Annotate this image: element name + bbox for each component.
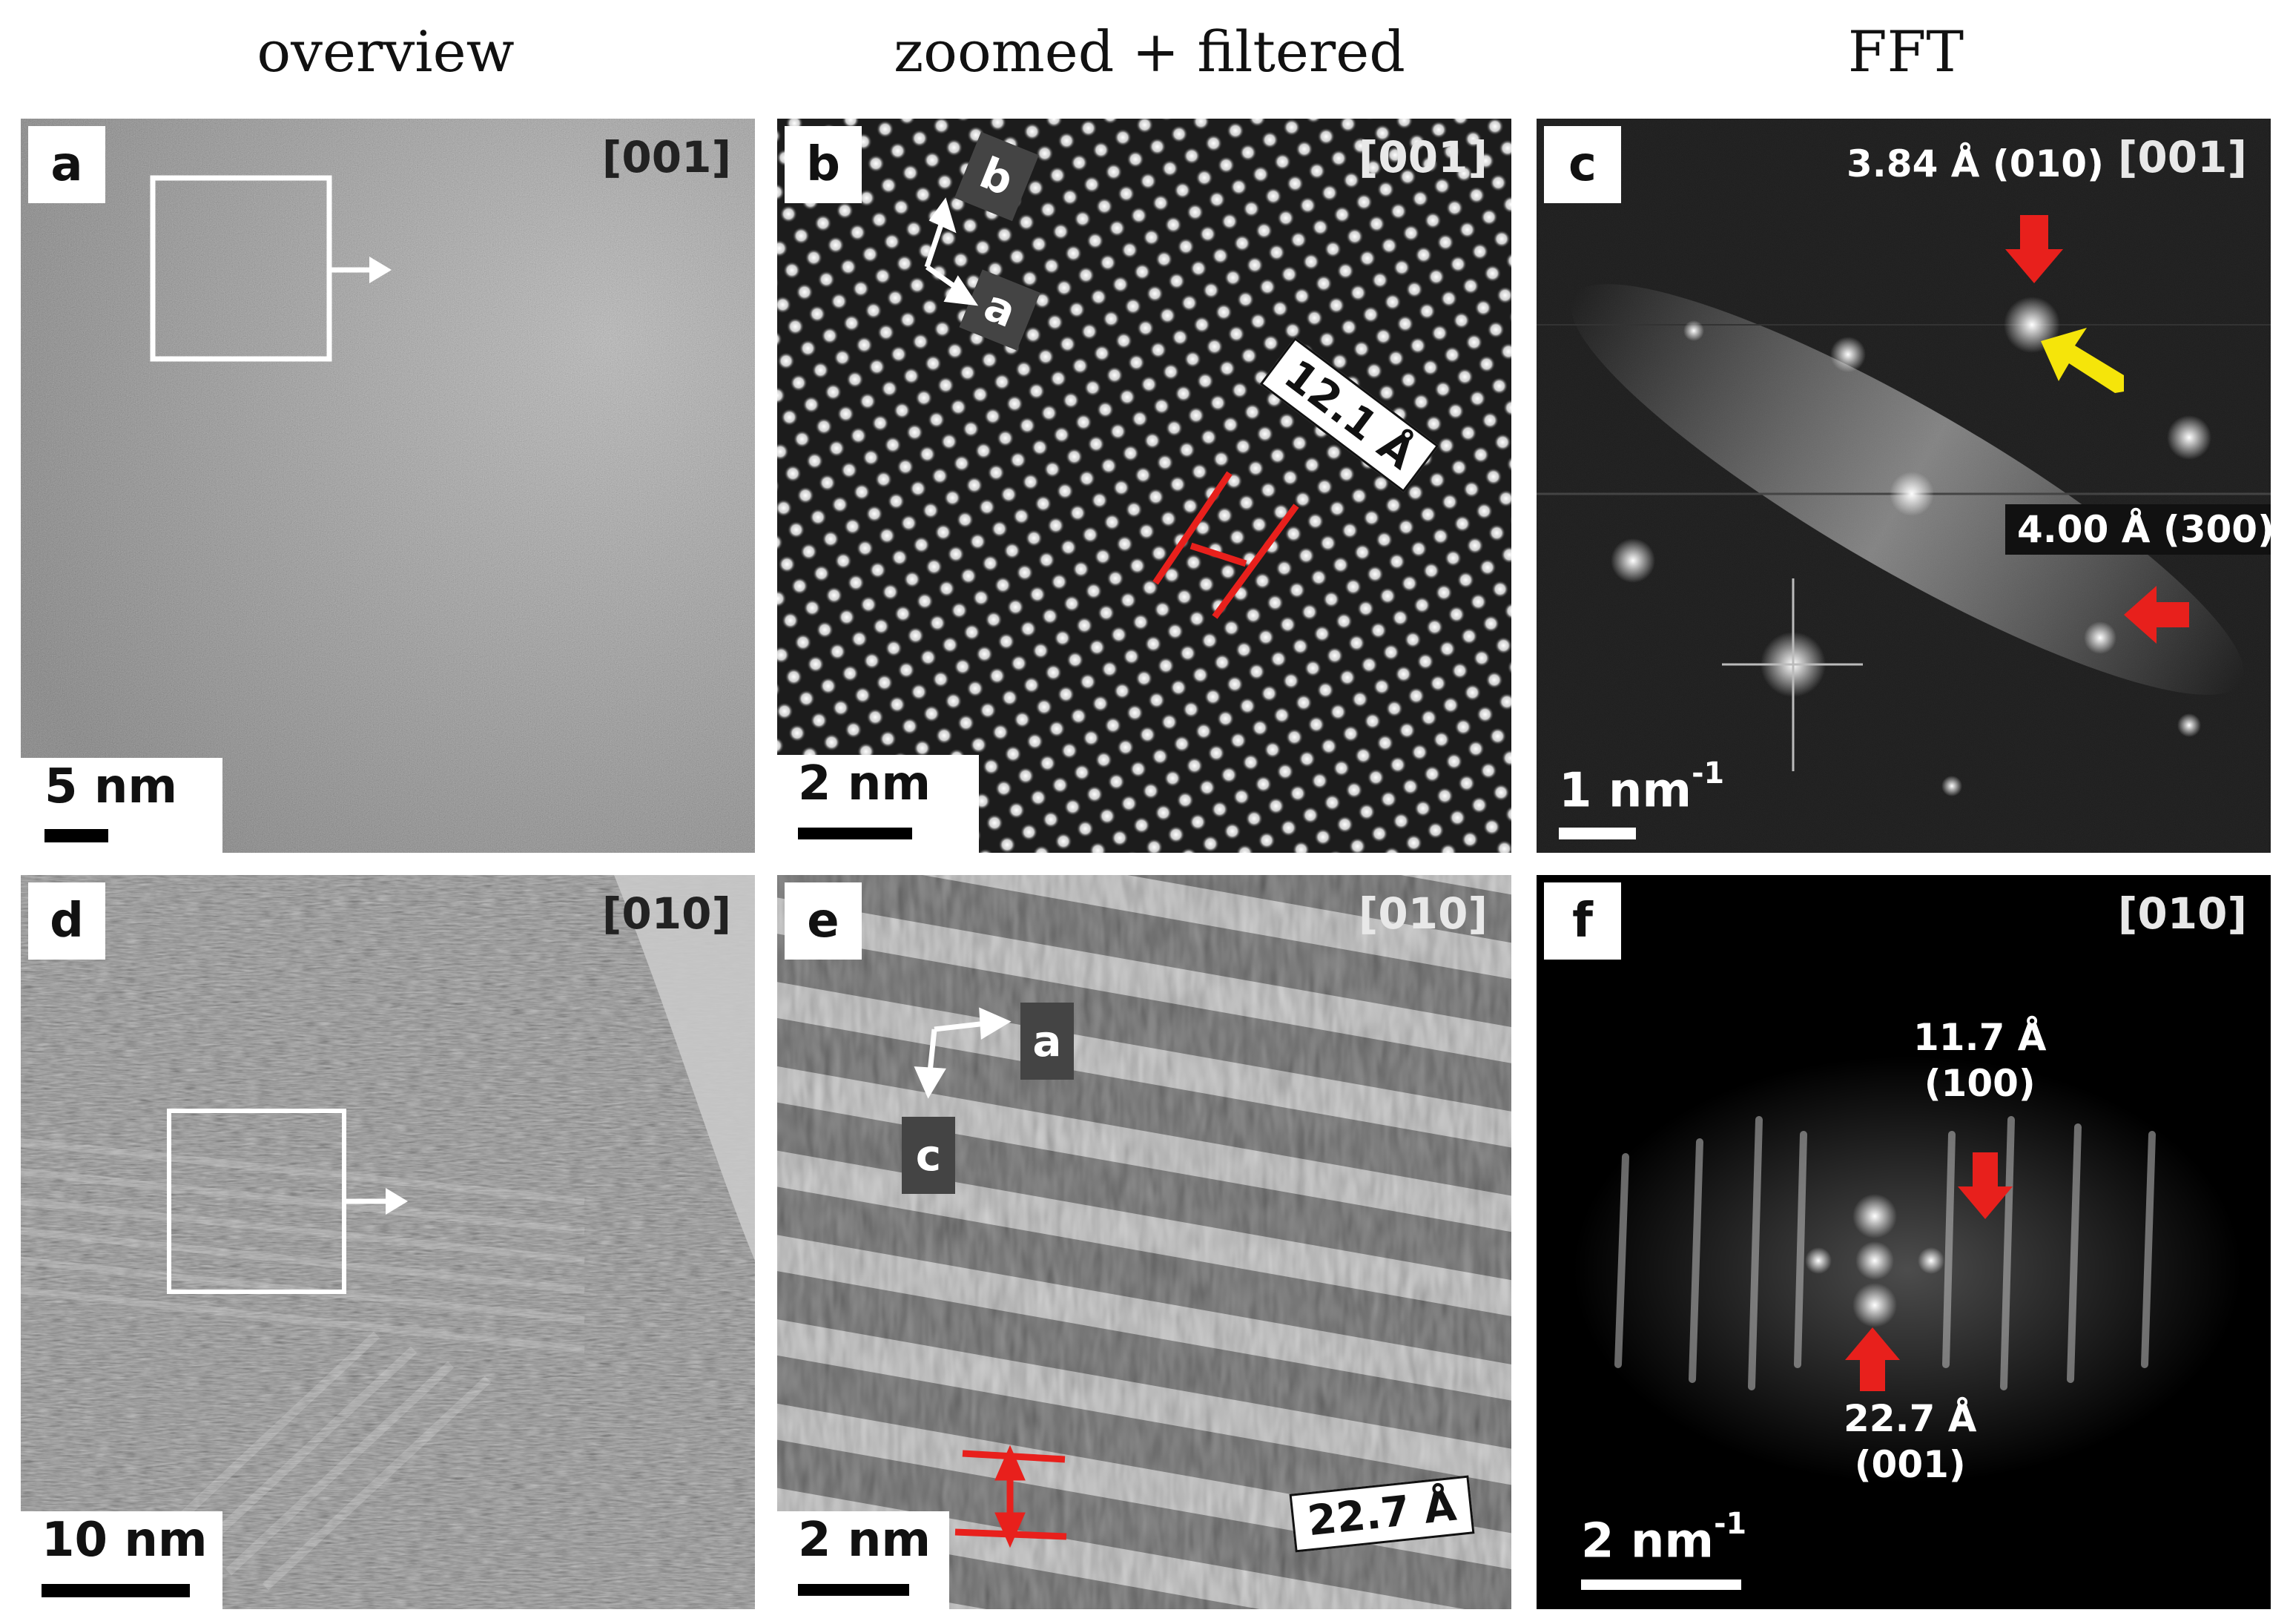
panel-b-measure-lines (1152, 471, 1299, 619)
panel-a-scalebar-box: 5 nm (21, 758, 222, 853)
panel-d-scalebar-box: 10 nm (21, 1511, 222, 1609)
panel-a-overview-001: a [001] 5 nm (21, 119, 755, 853)
panel-e-scale-label: 2 nm (798, 1513, 931, 1568)
panel-f-letter: f (1544, 882, 1621, 960)
panel-b-scalebar-box: 2 nm (777, 755, 979, 853)
panel-c-red-arrow-down (2005, 215, 2063, 283)
panel-b-scale-label: 2 nm (798, 756, 931, 811)
panel-e-axis-label-a: a (1020, 1003, 1074, 1080)
panel-e-axis-arrows (914, 1007, 1012, 1099)
zoom-region-box (150, 175, 332, 362)
panel-d-zone-axis: [010] (601, 888, 731, 939)
zoom-region-box (167, 1109, 346, 1294)
panel-d-scale-bar (42, 1584, 190, 1597)
panel-f-central-spots (1805, 1194, 1944, 1327)
panel-c-diffraction-spots (1611, 297, 2211, 796)
panel-f-fft-010: f [010] 11.7 Å (100) 22.7 Å (001) 2 nm-1 (1537, 875, 2271, 1609)
panel-f-overlay (1845, 1152, 2013, 1391)
panel-a-overlay (150, 175, 392, 362)
panel-f-scale-label: 2 nm-1 (1581, 1507, 1747, 1569)
panel-f-scalebar-box: 2 nm-1 (1537, 1507, 1781, 1609)
panel-b-lattice-image (777, 119, 1511, 853)
panel-c-scalebar-box: 1 nm-1 (1537, 755, 1738, 853)
panel-e-scale-bar (798, 1584, 909, 1596)
panel-c-fft-001: c [001] 3.84 Å (010) 4.00 Å (300) 1 nm-1 (1537, 119, 2271, 853)
panel-c-fft-image (1537, 119, 2271, 853)
panel-a-scale-bar (44, 829, 108, 842)
zoom-arrow-head (386, 1188, 408, 1215)
panel-b-zone-axis: [001] (1358, 132, 1488, 182)
panel-f-red-arrow-down (1958, 1152, 2013, 1219)
panel-b-zoomed-001: b [001] b a 12.1 Å 2 nm (777, 119, 1511, 853)
panel-f-diffraction-streaks (1614, 1116, 2156, 1390)
panel-c-spot-label-010: 3.84 Å (010) (1847, 142, 2104, 185)
panel-f-red-arrow-up (1845, 1327, 1900, 1391)
panel-d-overlay (167, 1109, 408, 1294)
panel-f-fft-image (1537, 875, 2271, 1609)
panel-d-letter: d (28, 882, 105, 960)
panel-d-overview-010: d [010] 10 nm (21, 875, 755, 1609)
panel-e-zone-axis: [010] (1358, 888, 1488, 939)
panel-f-spot-label-100: 11.7 Å (100) (1913, 1016, 2047, 1105)
panel-c-red-arrow-left (2124, 586, 2189, 644)
panel-c-letter: c (1544, 126, 1621, 203)
panel-d-scale-label: 10 nm (42, 1513, 208, 1568)
panel-a-scale-label: 5 nm (44, 759, 178, 814)
panel-a-zone-axis: [001] (601, 132, 731, 182)
panel-f-spot-label-001: 22.7 Å (001) (1844, 1397, 1977, 1486)
zoom-arrow-head (369, 257, 392, 283)
panel-e-measure-lines (954, 1445, 1067, 1548)
panel-b-overlay (924, 197, 1299, 619)
panel-c-scale-label: 1 nm-1 (1559, 756, 1725, 819)
panel-f-scale-bar (1581, 1580, 1741, 1590)
panel-e-overlay (914, 1007, 1067, 1548)
panel-b-axis-arrows (924, 197, 979, 306)
panel-c-spot-label-300: 4.00 Å (300) (2005, 504, 2271, 555)
panel-f-zone-axis: [010] (2117, 888, 2247, 939)
panel-c-overlay (2005, 215, 2189, 644)
panel-e-letter: e (785, 882, 862, 960)
panel-b-letter: b (785, 126, 862, 203)
panel-d-tem-image (21, 875, 755, 1609)
column-title-zoomed-filtered: zoomed + filtered (894, 19, 1405, 85)
panel-c-zone-axis: [001] (2117, 132, 2247, 182)
panel-c-yellow-arrow (2041, 328, 2124, 393)
panel-a-letter: a (28, 126, 105, 203)
panel-e-axis-label-c: c (902, 1117, 955, 1194)
column-title-overview: overview (257, 19, 515, 85)
panel-c-scale-bar (1559, 828, 1636, 839)
panel-e-zoomed-010: e [010] a c 22.7 Å 2 nm (777, 875, 1511, 1609)
column-title-fft: FFT (1847, 19, 1964, 85)
panel-e-scalebar-box: 2 nm (777, 1511, 949, 1609)
panel-b-scale-bar (798, 828, 912, 839)
panel-a-tem-image (21, 119, 755, 853)
